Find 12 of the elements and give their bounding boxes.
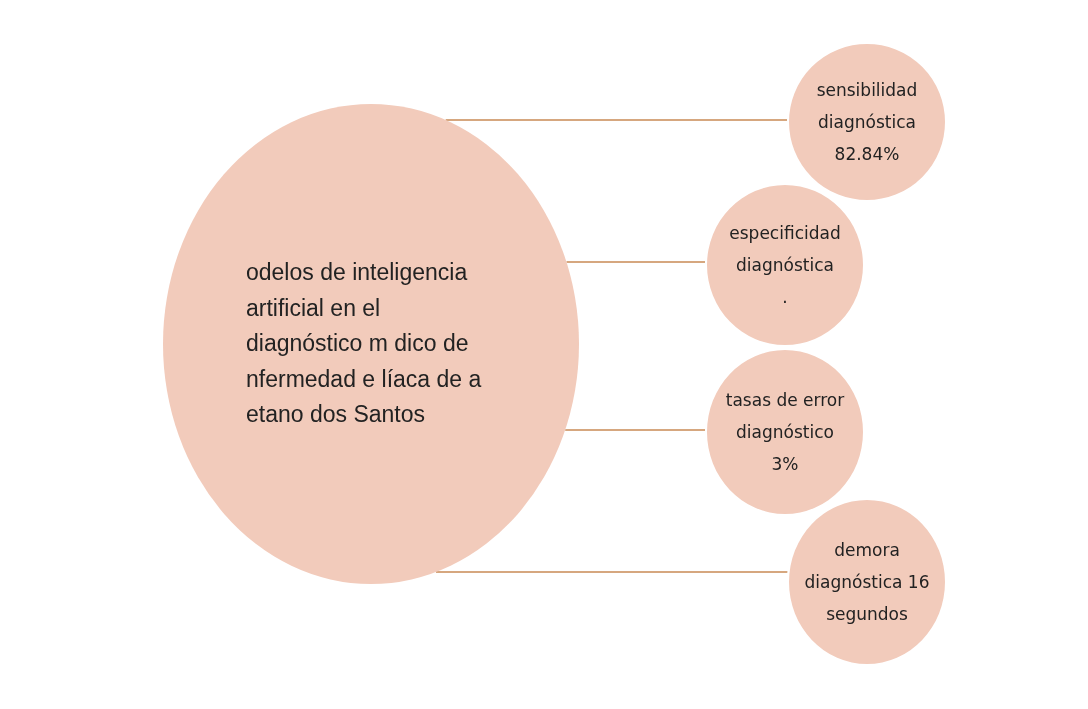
metric-text: demora diagnóstica 16 segundos [803, 538, 931, 627]
connector-line [565, 261, 706, 263]
metric-text: tasas de error diagnóstico [724, 388, 846, 444]
metric-text: 82.84% [834, 143, 900, 167]
connector-line [445, 119, 788, 121]
connector-line [564, 429, 706, 431]
metric-text: 3% [771, 453, 799, 477]
topic-text: odelos de inteligencia artificial en el diagnóstico m dico de nfermedad e líaca de a etano dos Santos [246, 257, 483, 430]
metric-text: sensibilidad diagnóstica [815, 78, 919, 134]
metric-text: especificidad diagnóstica [728, 221, 842, 277]
connector-line [435, 571, 789, 573]
metric-text: . [782, 286, 788, 310]
